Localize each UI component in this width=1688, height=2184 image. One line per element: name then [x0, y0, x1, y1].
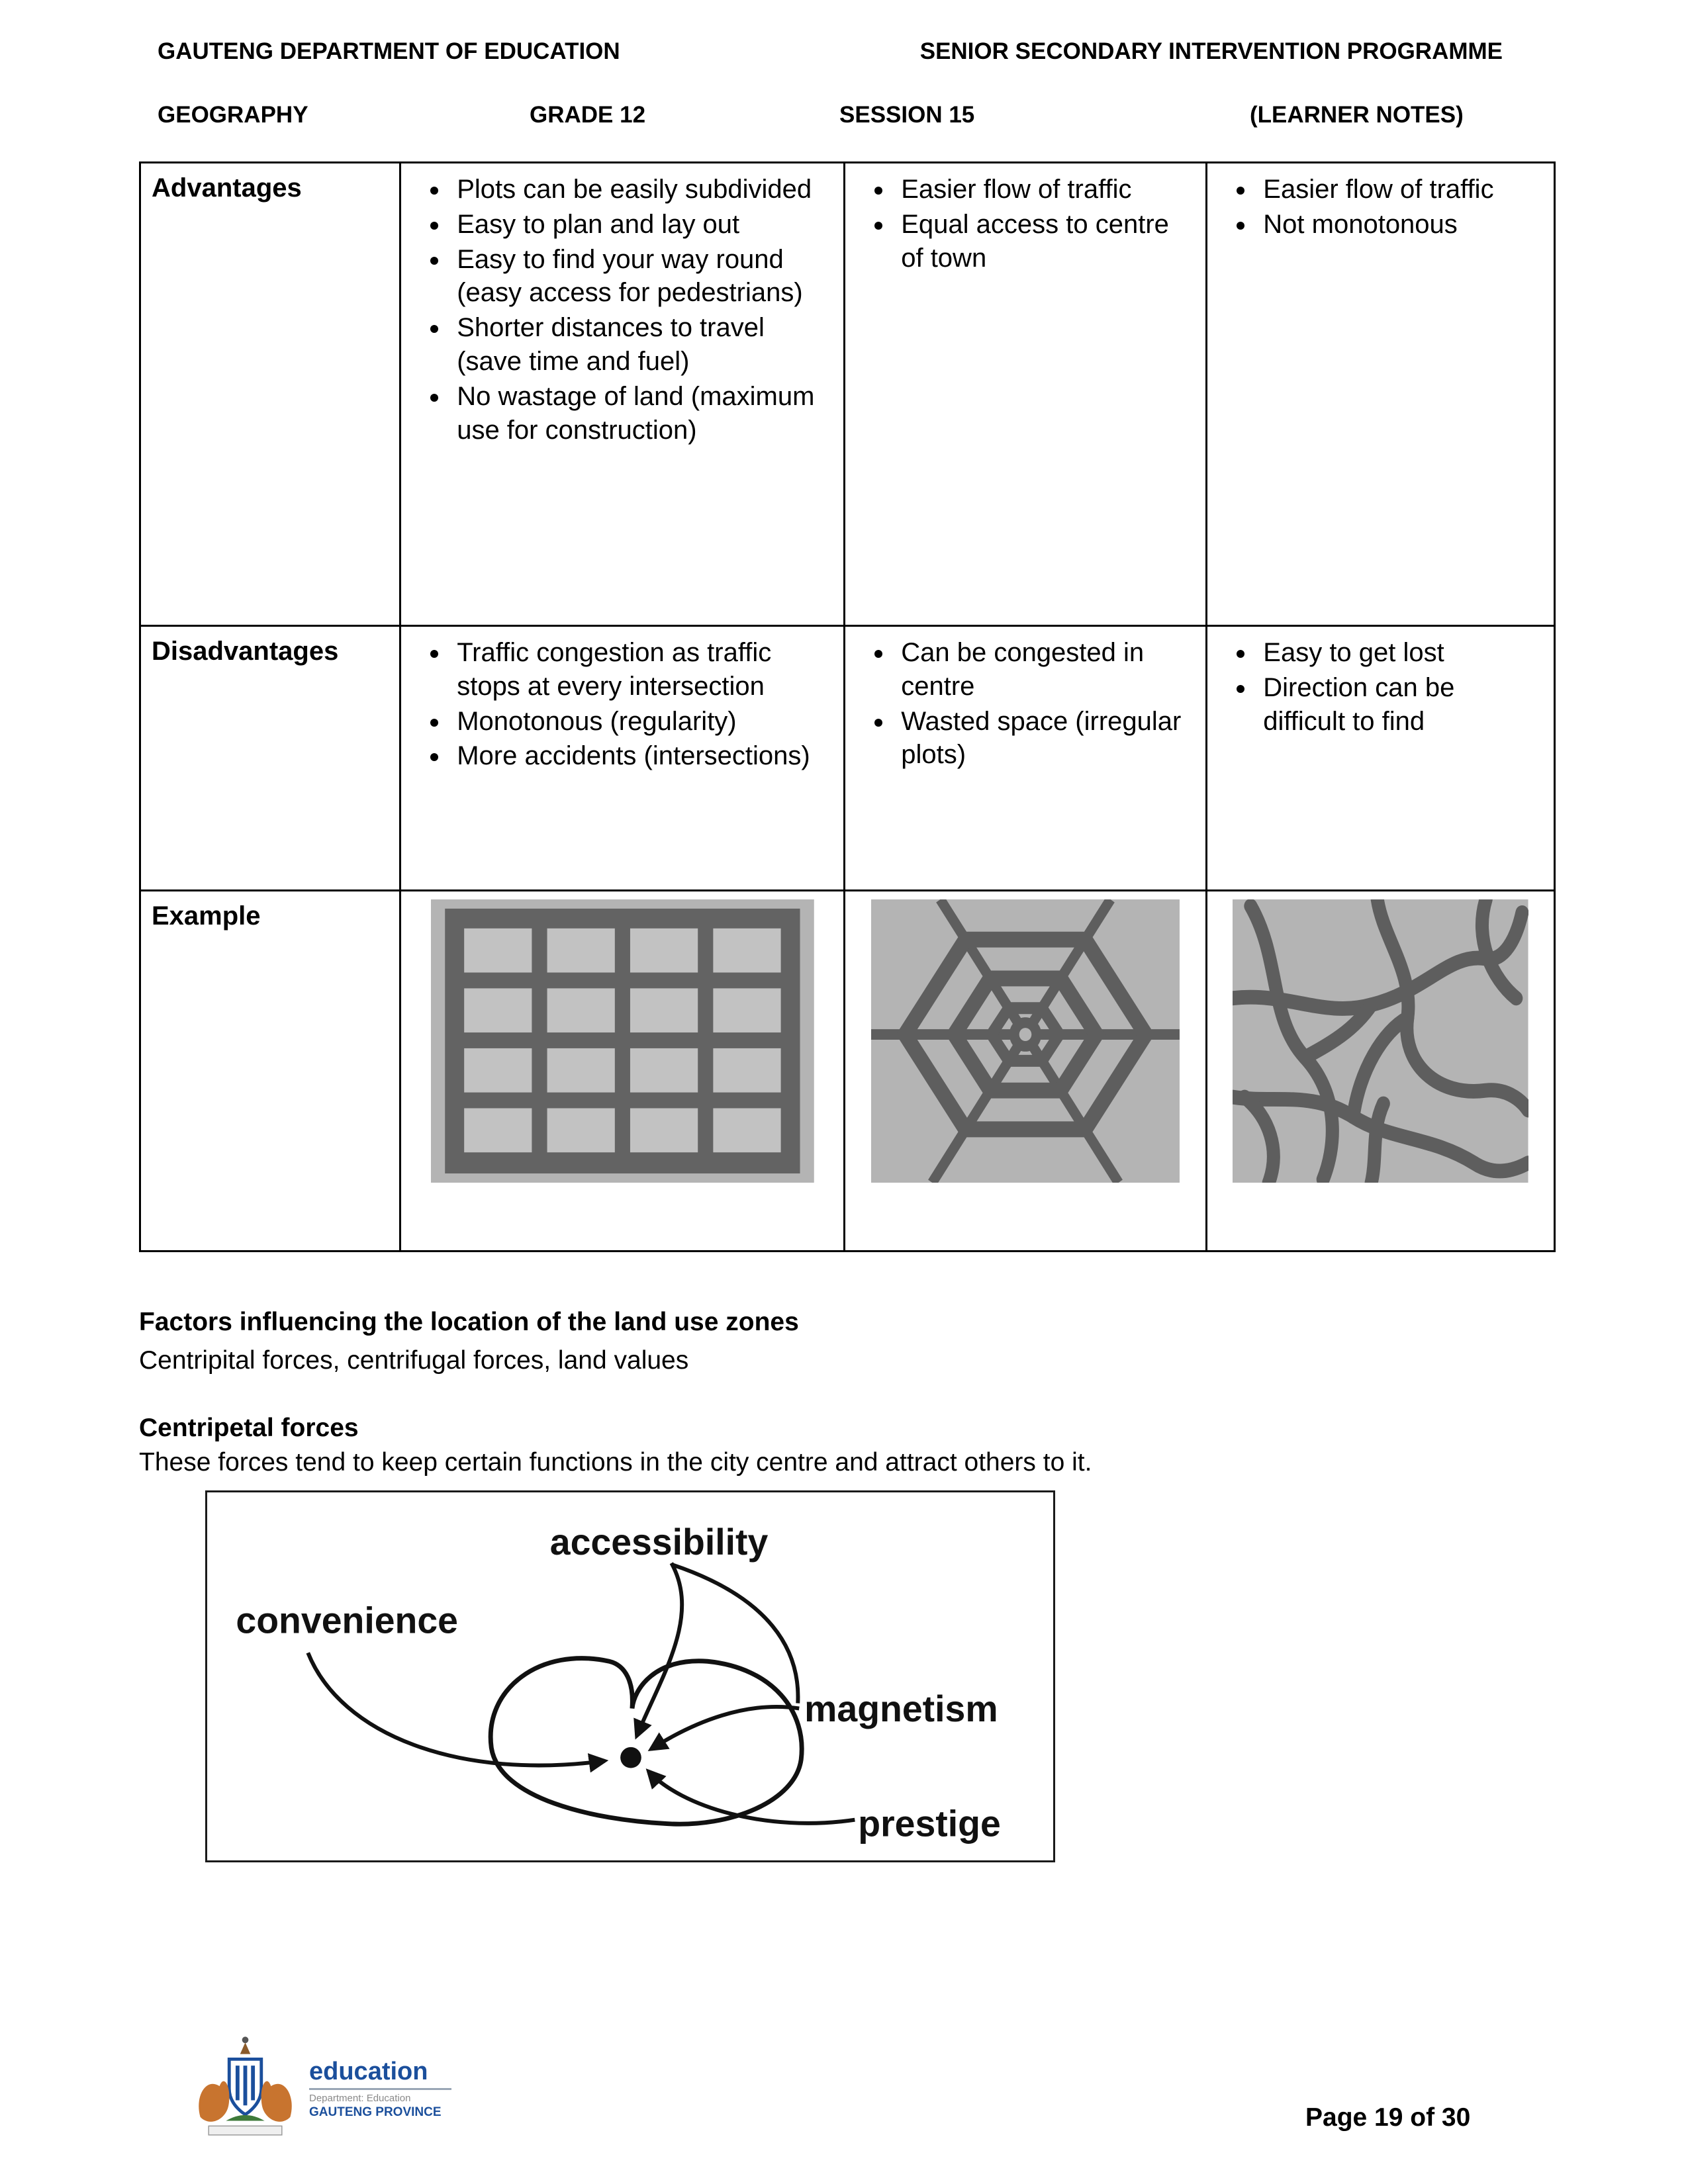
bullet-item: Easy to find your way round (easy access…: [450, 243, 833, 310]
label-convenience: convenience: [236, 1600, 458, 1641]
page-header-line1: GAUTENG DEPARTMENT OF EDUCATION SENIOR S…: [139, 38, 1556, 69]
bullet-item: Equal access to centre of town: [894, 208, 1195, 275]
bullet-item: Easier flow of traffic: [1256, 173, 1543, 206]
advantages-radial-cell: Easier flow of traffic Equal access to c…: [843, 161, 1208, 627]
bullet-item: Not monotonous: [1256, 208, 1543, 242]
disadvantages-irregular-cell: Easy to get lost Direction can be diffic…: [1205, 625, 1556, 891]
header-programme: SENIOR SECONDARY INTERVENTION PROGRAMME: [919, 38, 1503, 64]
header-session: SESSION 15: [839, 102, 975, 128]
bullet-item: Plots can be easily subdivided: [450, 173, 833, 206]
row-label-disadvantages: Disadvantages: [138, 625, 402, 891]
bullet-item: Shorter distances to travel (save time a…: [450, 311, 833, 379]
gridiron-street-pattern-image: [430, 899, 814, 1183]
prestige-arrow: [645, 1768, 855, 1825]
disadvantages-radial-cell: Can be congested in centre Wasted space …: [843, 625, 1208, 891]
irregular-street-pattern-image: [1226, 892, 1535, 1190]
label-accessibility: accessibility: [550, 1522, 769, 1563]
header-notes: (LEARNER NOTES): [1250, 102, 1464, 128]
header-subject: GEOGRAPHY: [158, 102, 308, 128]
centripetal-paragraph: These forces tend to keep certain functi…: [139, 1448, 1092, 1477]
advantages-irregular-cell: Easier flow of traffic Not monotonous: [1205, 161, 1556, 627]
table-row-example: Example: [138, 889, 1556, 1252]
centripetal-forces-diagram-image: accessibility convenience magnetism pres…: [236, 1522, 1000, 1844]
magnetism-arrow: [647, 1705, 800, 1752]
bullet-item: Easy to get lost: [1256, 636, 1543, 670]
logo-province-text: GAUTENG PROVINCE: [309, 2105, 442, 2119]
street-patterns-table: Advantages Plots can be easily subdivide…: [138, 161, 1556, 1252]
factors-paragraph: Centripital forces, centrifugal forces, …: [139, 1346, 689, 1375]
advantages-grid-cell: Plots can be easily subdivided Easy to p…: [399, 161, 846, 627]
bullet-item: Easy to plan and lay out: [450, 208, 833, 242]
bullet-item: Monotonous (regularity): [450, 705, 833, 739]
page-header-line2: GEOGRAPHY GRADE 12 SESSION 15 (LEARNER N…: [139, 102, 1556, 132]
gauteng-education-logo: education Department: Education GAUTENG …: [191, 2033, 451, 2146]
factors-heading: Factors influencing the location of the …: [139, 1308, 799, 1336]
bullet-item: Wasted space (irregular plots): [894, 705, 1195, 772]
logo-department-text: Department: Education: [309, 2092, 411, 2104]
logo-education-text: education: [309, 2058, 428, 2086]
example-radial-cell: [843, 889, 1208, 1252]
example-irregular-cell: [1205, 889, 1556, 1252]
accessibility-magnetism-loop: [671, 1563, 800, 1704]
bullet-item: Easier flow of traffic: [894, 173, 1195, 206]
header-department: GAUTENG DEPARTMENT OF EDUCATION: [158, 38, 620, 64]
disadvantages-grid-cell: Traffic congestion as traffic stops at e…: [399, 625, 846, 891]
logo-divider: [309, 2087, 451, 2090]
coat-of-arms-icon: [199, 2036, 292, 2136]
label-magnetism: magnetism: [804, 1688, 998, 1729]
logo-text-block: education Department: Education GAUTENG …: [309, 2058, 451, 2120]
header-grade: GRADE 12: [530, 102, 646, 128]
accessibility-arrow: [633, 1562, 684, 1740]
bullet-item: Traffic congestion as traffic stops at e…: [450, 636, 833, 704]
page-number: Page 19 of 30: [1305, 2103, 1471, 2132]
table-row-advantages: Advantages Plots can be easily subdivide…: [138, 161, 1556, 627]
convenience-arrow: [306, 1652, 609, 1773]
radial-street-pattern-image: [871, 896, 1180, 1186]
example-grid-cell: [399, 889, 846, 1252]
centripetal-heading: Centripetal forces: [139, 1414, 359, 1442]
row-label-advantages: Advantages: [138, 161, 402, 627]
city-centre-dot: [620, 1747, 641, 1768]
bullet-item: Can be congested in centre: [894, 636, 1195, 704]
table-row-disadvantages: Disadvantages Traffic congestion as traf…: [138, 625, 1556, 891]
centripetal-forces-diagram: accessibility convenience magnetism pres…: [205, 1490, 1055, 1862]
row-label-example: Example: [138, 889, 402, 1252]
bullet-item: No wastage of land (maximum use for cons…: [450, 380, 833, 447]
bullet-item: Direction can be difficult to find: [1256, 671, 1543, 739]
cbd-blob-outline: [488, 1656, 804, 1827]
bullet-item: More accidents (intersections): [450, 739, 833, 773]
label-prestige: prestige: [858, 1803, 1000, 1844]
